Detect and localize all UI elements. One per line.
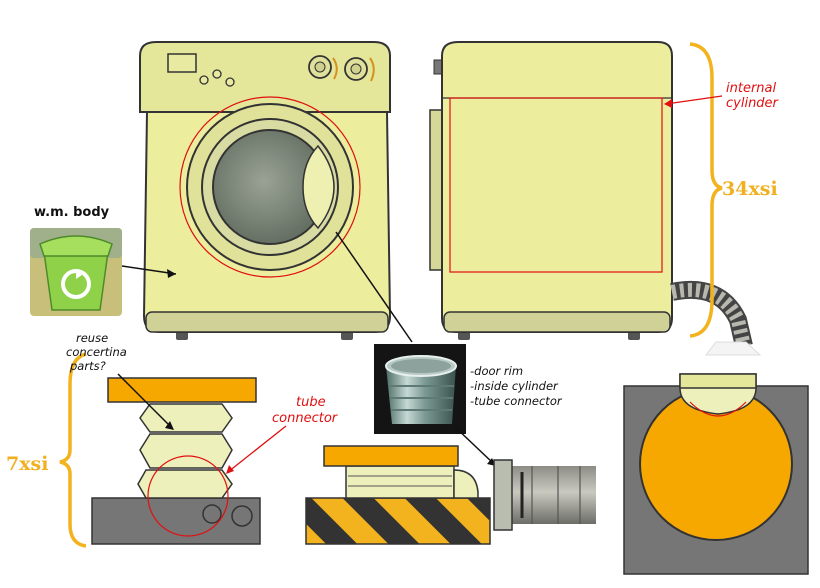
parts-list-item-3: -tube connector — [470, 394, 563, 408]
concertina-lid — [107, 377, 257, 403]
cross-section — [623, 373, 809, 575]
machine-button-1 — [199, 75, 209, 85]
concertina-stack — [91, 377, 261, 545]
concertina-segment-top — [139, 403, 233, 433]
height-dimension-label: 34xsi — [722, 178, 778, 200]
reuse-label-line3: parts? — [69, 359, 106, 373]
hazard-concertina — [345, 465, 455, 499]
tube-connector-pointer — [453, 425, 495, 465]
hazard-lid — [323, 445, 459, 467]
small-brace — [59, 352, 87, 548]
reuse-label-line2: concertina — [66, 345, 127, 359]
small-dimension: 7xsi — [6, 352, 87, 548]
wm-body-label: w.m. body — [34, 205, 110, 220]
height-dimension: 34xsi — [689, 42, 778, 338]
hose-elbow — [453, 469, 479, 499]
hose-tube — [512, 466, 596, 524]
washing-machine-front — [139, 41, 392, 340]
concertina-segment-bottom — [137, 469, 233, 499]
hazard-base — [305, 497, 491, 545]
hose-connector-ring — [493, 459, 513, 531]
door-rim-red-marker — [179, 96, 361, 278]
machine-door-handle — [302, 144, 335, 230]
section-hose-marker — [689, 401, 747, 417]
parts-list-item-2: -inside cylinder — [470, 379, 559, 393]
machine-side-base — [443, 311, 671, 333]
small-dimension-label: 7xsi — [6, 453, 48, 475]
recycle-bin-icon — [30, 228, 122, 316]
concertina-segment-middle — [139, 433, 233, 469]
machine-display — [167, 53, 197, 73]
internal-cylinder-arrow — [665, 95, 723, 105]
height-brace — [689, 42, 723, 338]
concertina-base-block — [91, 497, 261, 545]
tube-connector-red-marker — [147, 455, 229, 537]
machine-front-base — [145, 311, 389, 333]
internal-cylinder-label-line2: cylinder — [726, 96, 780, 111]
wm-body-arrow — [121, 265, 177, 275]
door-rim-pointer — [335, 231, 413, 343]
tube-connector-arrow — [227, 425, 287, 473]
internal-cylinder-outline — [449, 97, 663, 273]
machine-side-door-edge — [429, 109, 443, 271]
hazard-assembly — [305, 445, 596, 545]
machine-side-body — [441, 41, 673, 333]
tin-can-icon — [374, 344, 466, 434]
tube-connector-label-line1: tube — [296, 395, 326, 410]
machine-button-2 — [212, 69, 222, 79]
reuse-label-line1: reuse — [76, 331, 108, 345]
reuse-arrow — [117, 373, 173, 429]
machine-button-3 — [225, 77, 235, 87]
internal-cylinder-label-line1: internal — [726, 81, 776, 96]
washing-machine-side — [429, 41, 762, 356]
tube-connector-label-line2: connector — [272, 411, 339, 426]
parts-list-item-1: -door rim — [470, 364, 523, 378]
